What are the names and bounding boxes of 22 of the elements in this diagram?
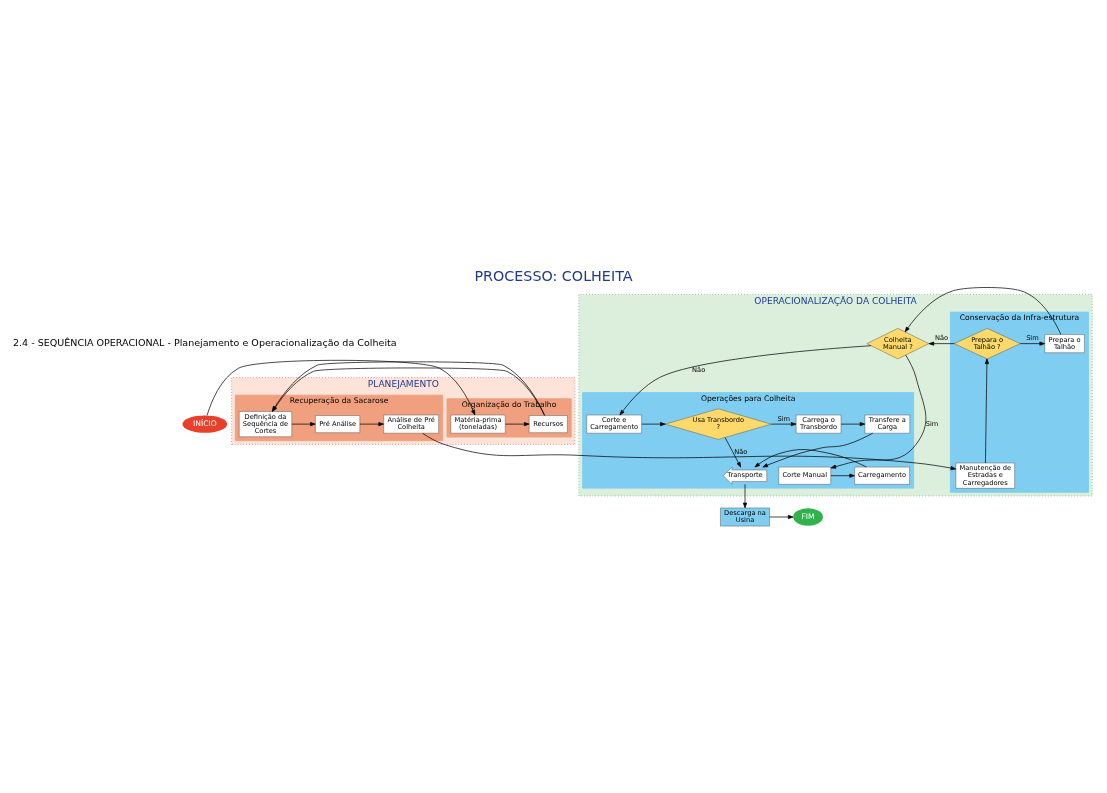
arrow <box>984 358 989 463</box>
arrow <box>206 359 476 416</box>
arrow <box>1019 341 1045 346</box>
arrow <box>769 514 794 519</box>
label: 2.4 - SEQUÊNCIA OPERACIONAL - Planejamento e Operacionalização da Colheita <box>13 336 397 348</box>
arrow <box>359 421 384 426</box>
arrow <box>641 421 666 426</box>
arrow <box>830 354 927 469</box>
arrow <box>830 473 855 478</box>
arrow <box>619 344 872 415</box>
arrow <box>291 421 316 426</box>
arrow <box>771 421 797 426</box>
arrow <box>743 483 748 508</box>
diagram-title: PROCESSO: COLHEITA <box>474 267 633 284</box>
arrow <box>904 286 1062 335</box>
arrow <box>754 448 867 467</box>
arrow <box>762 432 874 467</box>
arrow <box>724 436 742 467</box>
arrow <box>928 341 955 346</box>
arrow <box>422 432 957 470</box>
arrow <box>840 421 866 426</box>
arrow <box>504 421 530 426</box>
